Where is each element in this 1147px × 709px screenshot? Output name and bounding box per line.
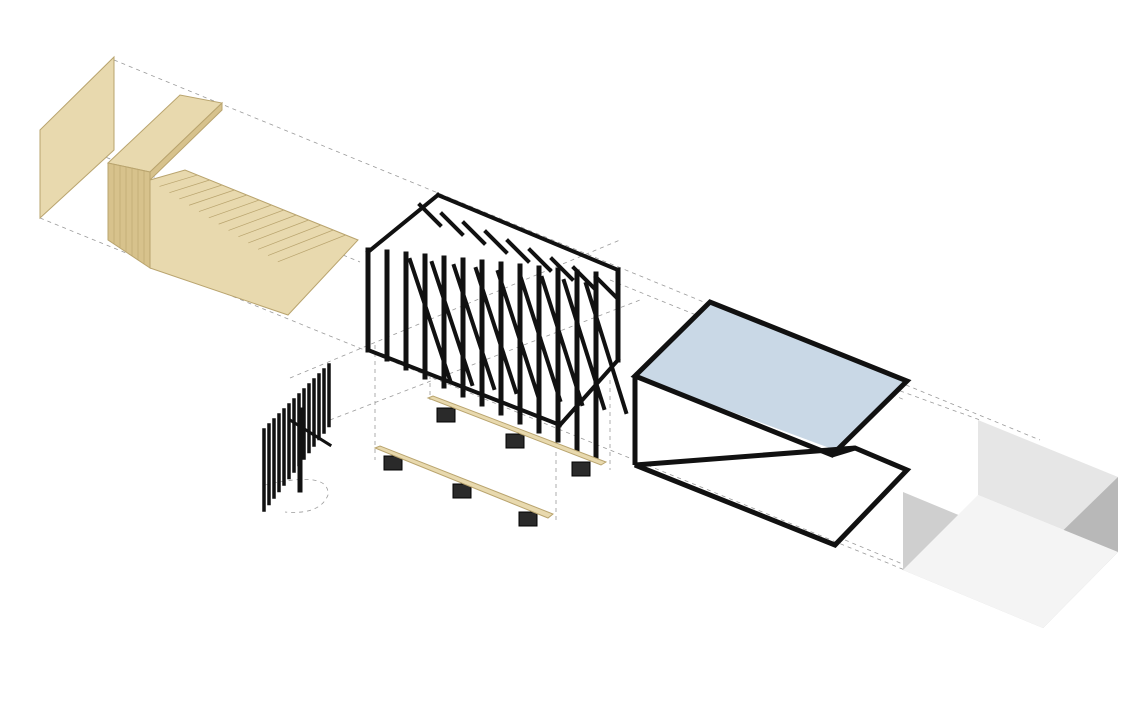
deck-plank-line — [169, 179, 211, 194]
frame-brace — [527, 247, 553, 273]
footing-row-front — [373, 445, 554, 527]
black-steel-frame-with-glazing — [630, 299, 912, 548]
deck-plank-line — [248, 219, 310, 244]
deck-plank-line — [188, 189, 235, 206]
steel-frame-cage — [365, 192, 629, 461]
frame-rail — [365, 347, 563, 428]
deck-plank-line — [267, 229, 334, 256]
frame-brace — [407, 257, 453, 383]
deck-plank-line — [238, 214, 297, 238]
frame-brace — [561, 278, 607, 411]
frame-brace — [417, 202, 443, 228]
frame-brace — [429, 260, 475, 387]
slatted-steel-fence-panel — [262, 363, 333, 512]
deck-plank-line — [228, 209, 285, 231]
deck-plank-line — [277, 234, 347, 263]
grey-volume-enclosure — [903, 420, 1118, 628]
deck-plank-line — [218, 204, 272, 225]
deck-plank-line — [179, 184, 223, 200]
frame-brace — [495, 269, 541, 399]
timber-sleepers-on-footings — [373, 395, 608, 527]
deck-plank-line — [159, 174, 198, 187]
frame-brace — [539, 275, 585, 407]
frame-rail — [557, 357, 621, 428]
frame-brace — [571, 265, 597, 291]
deck-plank-line — [257, 224, 322, 250]
frame-brace — [583, 281, 629, 415]
frame-rail — [365, 192, 441, 255]
frame-brace — [505, 238, 531, 264]
fence-rail — [287, 417, 333, 448]
deck-plank-line — [208, 199, 260, 219]
frame-brace — [451, 263, 497, 391]
footing-row-back — [426, 395, 608, 477]
frame-brace — [517, 272, 563, 403]
deck-plank-line — [198, 194, 248, 212]
frame-brace — [483, 229, 509, 255]
frame-brace — [473, 266, 519, 395]
frame-rail — [435, 192, 621, 273]
frame-brace — [461, 220, 487, 246]
frame-brace — [593, 274, 619, 300]
timber-cladding-end-wall — [39, 55, 115, 220]
frame-brace — [439, 211, 465, 237]
frame-brace — [549, 256, 575, 282]
timber-bench-deck — [106, 94, 359, 316]
